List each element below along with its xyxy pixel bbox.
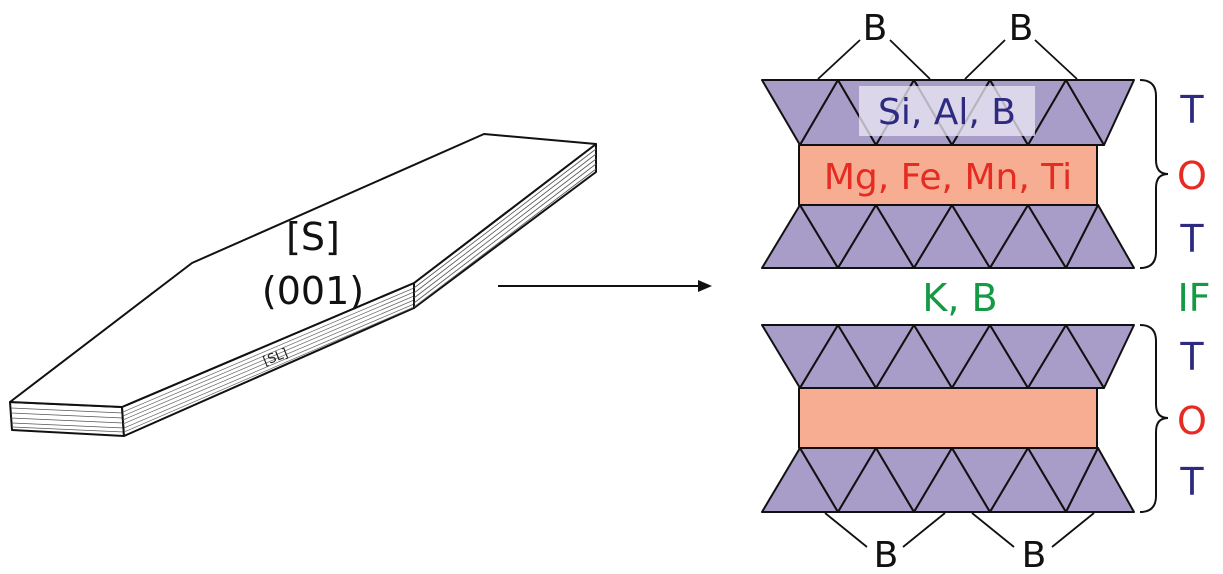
layer-label-interlayer: IF bbox=[1177, 276, 1210, 320]
boron-label-top-left: B bbox=[863, 8, 888, 49]
crystal-front-edge-lamellae bbox=[122, 287, 415, 433]
octa-cations-label: Mg, Fe, Mn, Ti bbox=[824, 157, 1072, 198]
boron-label-bottom-left: B bbox=[874, 535, 899, 574]
tetrahedral-layer-4 bbox=[761, 447, 1135, 513]
octahedral-layer-bottom bbox=[798, 387, 1098, 449]
crystal-top-face bbox=[9, 133, 597, 408]
arrow bbox=[498, 280, 712, 292]
interlayer-cations-label: K, B bbox=[922, 276, 997, 320]
brace-icon-top bbox=[1139, 79, 1169, 269]
crystal-edge-tick bbox=[147, 292, 153, 298]
layer-label-o2: O bbox=[1177, 399, 1207, 443]
layer-label-t2: T bbox=[1179, 217, 1204, 261]
boron-label-top-right: B bbox=[1009, 8, 1034, 49]
crystal-left-edge-lamellae bbox=[10, 407, 125, 433]
layer-label-t3: T bbox=[1179, 335, 1204, 379]
tetrahedral-layer-3 bbox=[761, 324, 1135, 389]
boron-label-bottom-right: B bbox=[1022, 535, 1047, 574]
crystal-face-label: [S] bbox=[286, 215, 340, 259]
tetrahedral-layer-2 bbox=[761, 204, 1135, 269]
boron-connectors-top bbox=[817, 39, 1078, 80]
brace-icon-bottom bbox=[1139, 324, 1169, 513]
tetra-cations-label: Si, Al, B bbox=[878, 92, 1016, 133]
boron-connectors-bottom bbox=[824, 512, 1095, 548]
crystal-plate bbox=[9, 133, 597, 437]
crystal-right-edge-lamellae bbox=[413, 148, 597, 308]
bottom-tot-unit bbox=[761, 324, 1135, 513]
layer-label-o1: O bbox=[1177, 154, 1207, 198]
layer-label-t1: T bbox=[1179, 88, 1204, 132]
octahedral-layer-top bbox=[798, 144, 1098, 206]
arrow-head-icon bbox=[698, 280, 712, 292]
layer-label-t4: T bbox=[1179, 460, 1204, 504]
tetra-cations-box bbox=[859, 86, 1035, 136]
crystal-face-index: (001) bbox=[262, 269, 364, 313]
